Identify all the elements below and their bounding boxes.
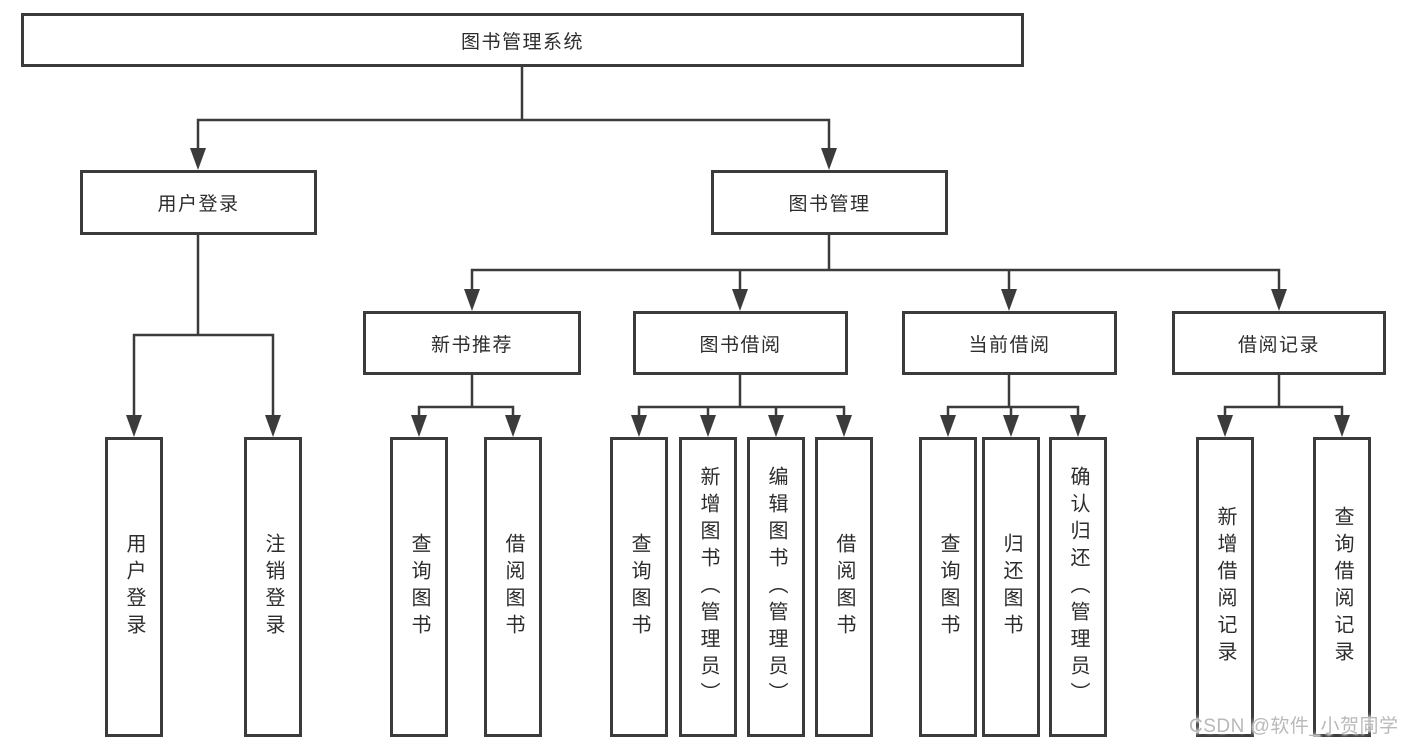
connector-book-borrow-children <box>631 375 852 437</box>
node-label: 借阅图书 <box>502 533 524 641</box>
leaf-user-login: 用户登录 <box>105 437 163 737</box>
leaf-logout: 注销登录 <box>244 437 302 737</box>
leaf-add-borrow-record: 新增借阅记录 <box>1196 437 1254 737</box>
node-label: 新增借阅记录 <box>1214 506 1236 668</box>
arrow-down-icon <box>1001 289 1017 311</box>
arrow-down-icon <box>126 415 142 437</box>
node-current-borrow: 当前借阅 <box>902 311 1117 375</box>
connector-new-book-recommend-children <box>411 375 521 437</box>
connector-root-to-level2 <box>190 67 837 170</box>
arrow-down-icon <box>700 415 716 437</box>
arrow-down-icon <box>1334 415 1350 437</box>
csdn-watermark: CSDN @软件_小贺同学 <box>1189 716 1399 737</box>
arrow-down-icon <box>768 415 784 437</box>
connector-current-borrow-children <box>940 375 1086 437</box>
leaf-borrow-books: 借阅图书 <box>815 437 873 737</box>
node-user-login: 用户登录 <box>80 170 317 235</box>
arrow-down-icon <box>821 148 837 170</box>
arrow-down-icon <box>1217 415 1233 437</box>
arrow-down-icon <box>836 415 852 437</box>
node-root-system: 图书管理系统 <box>21 13 1024 67</box>
node-label: 图书借阅 <box>699 334 782 356</box>
node-borrow-records: 借阅记录 <box>1172 311 1386 375</box>
node-label: 借阅记录 <box>1237 334 1320 356</box>
node-label: 图书管理 <box>788 194 871 215</box>
node-label: 新书推荐 <box>430 334 513 356</box>
leaf-edit-book-admin: 编辑图书（管理员） <box>747 437 805 737</box>
leaf-add-book-admin: 新增图书（管理员） <box>679 437 737 737</box>
arrow-down-icon <box>1271 289 1287 311</box>
leaf-query-books-current: 查询图书 <box>919 437 977 737</box>
node-label: 查询图书 <box>408 533 430 641</box>
leaf-query-borrow-record: 查询借阅记录 <box>1313 437 1371 737</box>
connector-book-management-children <box>464 235 1287 311</box>
node-label: 查询图书 <box>628 533 650 641</box>
leaf-query-books-recommend: 查询图书 <box>390 437 448 737</box>
node-label: 图书管理系统 <box>460 31 584 53</box>
connector-user-login-children <box>126 235 281 437</box>
node-book-borrow: 图书借阅 <box>633 311 848 375</box>
node-label: 编辑图书（管理员） <box>765 465 787 709</box>
arrow-down-icon <box>505 415 521 437</box>
arrow-down-icon <box>464 289 480 311</box>
node-label: 归还图书 <box>1000 533 1022 641</box>
arrow-down-icon <box>631 415 647 437</box>
arrow-down-icon <box>940 415 956 437</box>
arrow-down-icon <box>1003 415 1019 437</box>
node-label: 查询图书 <box>937 533 959 641</box>
node-label: 查询借阅记录 <box>1331 506 1353 668</box>
arrow-down-icon <box>411 415 427 437</box>
arrow-down-icon <box>265 415 281 437</box>
node-label: 新增图书（管理员） <box>697 465 719 709</box>
node-label: 用户登录 <box>157 194 240 215</box>
node-label: 注销登录 <box>262 533 284 641</box>
node-label: 当前借阅 <box>968 334 1051 356</box>
arrow-down-icon <box>732 289 748 311</box>
node-label: 用户登录 <box>123 533 145 641</box>
node-label: 确认归还（管理员） <box>1067 465 1089 709</box>
arrow-down-icon <box>190 148 206 170</box>
leaf-confirm-return-admin: 确认归还（管理员） <box>1049 437 1107 737</box>
leaf-query-books-borrow: 查询图书 <box>610 437 668 737</box>
arrow-down-icon <box>1070 415 1086 437</box>
node-label: 借阅图书 <box>833 533 855 641</box>
connector-borrow-records-children <box>1217 375 1350 437</box>
node-new-book-recommend: 新书推荐 <box>363 311 581 375</box>
leaf-borrow-books-recommend: 借阅图书 <box>484 437 542 737</box>
leaf-return-book: 归还图书 <box>982 437 1040 737</box>
node-book-management: 图书管理 <box>711 170 948 235</box>
